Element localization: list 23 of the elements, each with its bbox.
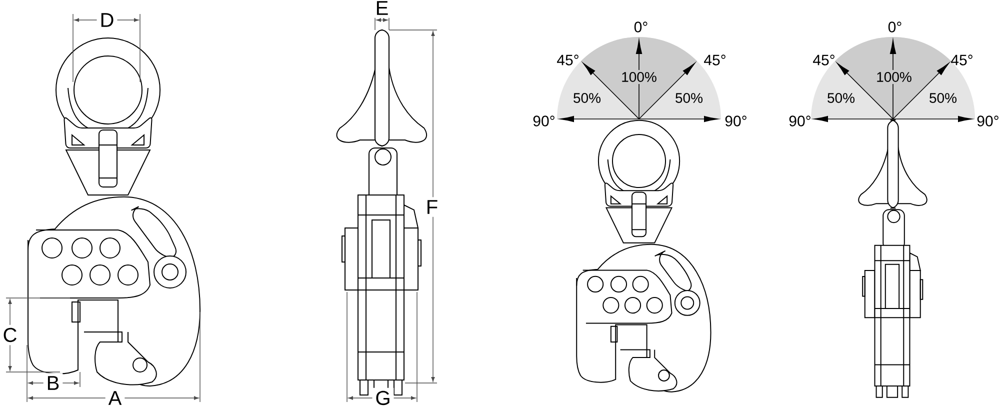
percentage-label: 100% <box>619 70 659 84</box>
dimension-label: D <box>96 10 118 30</box>
angle-label: 45° <box>704 54 726 66</box>
angle-label: 90° <box>725 116 746 126</box>
angle-label: 0° <box>888 22 902 32</box>
percentage-label: 50% <box>930 93 956 103</box>
angle-label: 90° <box>977 116 998 126</box>
angle-label: 45° <box>951 54 972 66</box>
angle-label: 90° <box>789 116 810 126</box>
percentage-label: 50% <box>676 93 703 103</box>
dimension-label: A <box>105 388 125 408</box>
percentage-label: 50% <box>574 93 601 103</box>
angle-label: 0° <box>634 22 648 32</box>
angle-label: 45° <box>813 54 834 66</box>
percentage-label: 100% <box>874 70 914 84</box>
dimension-label: C <box>0 324 20 346</box>
angle-label: 45° <box>557 54 578 66</box>
dimension-label: B <box>43 373 63 393</box>
percentage-label: 50% <box>828 93 854 103</box>
angle-label: 90° <box>533 116 554 126</box>
dimension-label: E <box>372 0 392 18</box>
dimension-label: F <box>422 197 442 217</box>
dimension-label: G <box>372 388 394 408</box>
